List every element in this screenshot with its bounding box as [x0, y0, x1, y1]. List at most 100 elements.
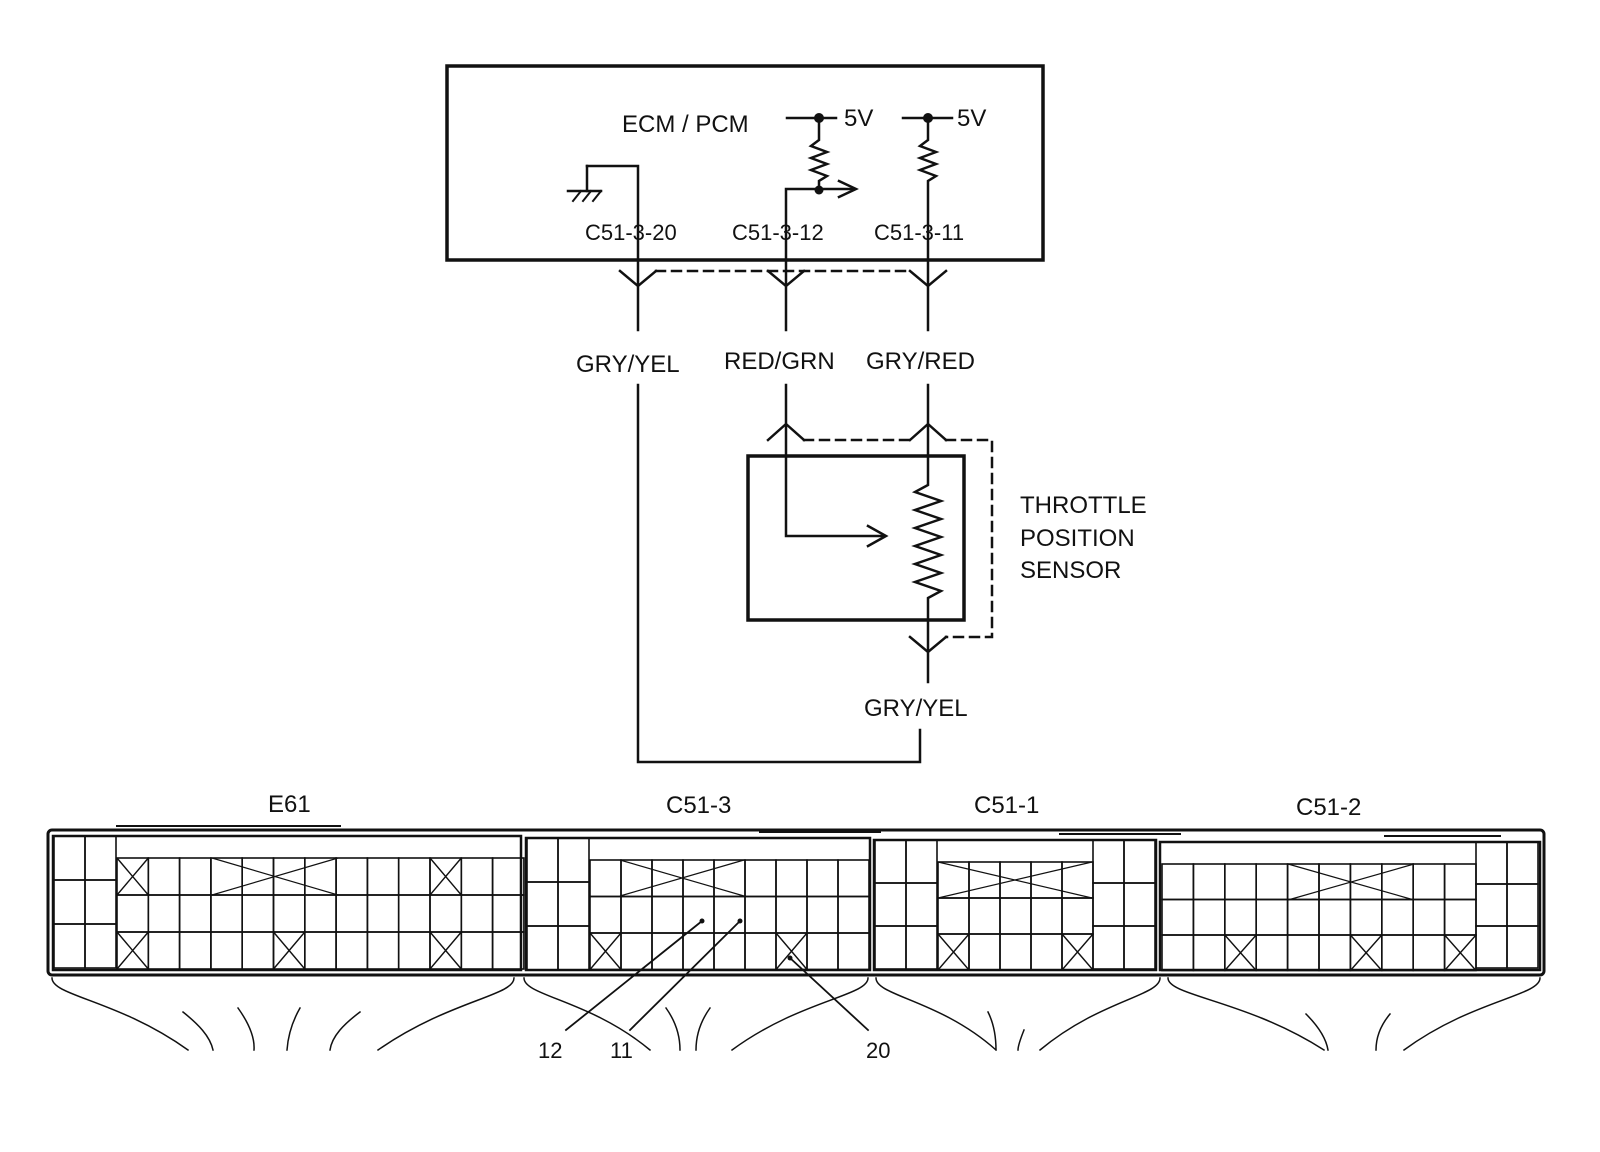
- connector-housing: [46, 828, 1546, 977]
- connector-cavity: [491, 931, 525, 970]
- connector-cavity: [651, 859, 684, 898]
- connector-cavity: [1412, 898, 1446, 936]
- blocked-cavity-mark: [937, 933, 970, 971]
- throttle-position-sensor: [746, 383, 994, 684]
- ecm-module: ECM / PCM 5V 5V C51-3-20 C51-3-12 C51-3-: [445, 64, 1045, 262]
- supply-5v-label: 5V: [957, 105, 986, 132]
- connector-cavity: [178, 894, 212, 933]
- connector-cavity: [1412, 863, 1446, 901]
- connector-cavity: [116, 894, 150, 933]
- connector-cavity: [1092, 925, 1125, 970]
- connector-cavity: [1161, 898, 1195, 936]
- connector-cavity: [1123, 839, 1156, 884]
- connector-cavity: [1318, 898, 1352, 936]
- connector-cavity: [84, 879, 117, 925]
- connector-cavity: [937, 861, 970, 899]
- connector-key-mark: [211, 857, 339, 896]
- callout-pin-20: 20: [866, 1038, 890, 1063]
- connector-cavity: [744, 859, 777, 898]
- connector-label-e61: E61: [268, 791, 311, 818]
- connector-cavity: [744, 895, 777, 934]
- callout-pin-11: 11: [610, 1038, 633, 1063]
- blocked-cavity-mark: [589, 932, 622, 970]
- connector-cavity: [1061, 897, 1094, 935]
- connector-cavity: [874, 839, 907, 884]
- wire-label-gry-red: GRY/RED: [866, 348, 975, 375]
- connector-cavity: [335, 894, 369, 933]
- connector-cavity: [1061, 933, 1094, 971]
- connector-cavity: [366, 857, 400, 896]
- connector-label-c51-2: C51-2: [1296, 794, 1361, 821]
- sensor-potentiometer: [911, 383, 945, 622]
- connector-cavity: [1318, 934, 1352, 972]
- connector-cavity: [1123, 925, 1156, 970]
- wire-label-red-grn: RED/GRN: [724, 348, 835, 375]
- connector-cavity: [837, 932, 870, 971]
- connector-cavity: [968, 933, 1001, 971]
- connector-cavity: [210, 931, 243, 970]
- connector-cavity: [806, 932, 839, 971]
- ground-symbol: [566, 164, 640, 262]
- connector-block: [524, 836, 872, 972]
- connector-cavity: [1349, 863, 1383, 901]
- connector-cavity: [1192, 898, 1226, 936]
- connector-label-c51-3: C51-3: [666, 792, 731, 819]
- blocked-cavity-mark: [429, 857, 462, 896]
- connector-cavity: [713, 932, 746, 971]
- connector-cavity: [557, 881, 590, 927]
- connector-cavity: [526, 881, 559, 927]
- connector-cavity: [1255, 863, 1289, 901]
- connector-cavity: [178, 931, 212, 970]
- connector-cavity: [241, 857, 275, 896]
- connector-cavity: [210, 894, 243, 933]
- connector-cavity: [397, 931, 431, 970]
- blocked-cavity-mark: [1224, 934, 1257, 971]
- connector-cavity: [1475, 883, 1508, 927]
- connector-cavity: [53, 879, 86, 925]
- blocked-cavity-mark: [1444, 934, 1477, 971]
- connector-cavity: [526, 837, 559, 883]
- connector-cavity: [303, 894, 337, 933]
- connector-cavity: [557, 925, 590, 971]
- connector-cavity: [937, 897, 970, 935]
- connector-cavity: [460, 894, 494, 933]
- connector-cavity: [1286, 898, 1320, 936]
- connector-cavity: [1255, 898, 1289, 936]
- connector-strain-relief: [51, 977, 1541, 1052]
- connector-cavity: [1443, 863, 1477, 901]
- connector-label-c51-1: C51-1: [974, 792, 1039, 819]
- connector-cavity: [682, 859, 715, 898]
- connector-cavity: [53, 835, 86, 881]
- connector-cavity: [806, 895, 839, 934]
- sensor-shell-dashed: [944, 438, 994, 639]
- ecm-connector-terminals: [618, 269, 948, 288]
- connector-cavity: [147, 931, 181, 970]
- connector-cavity: [713, 895, 746, 934]
- connector-cavity: [1255, 934, 1289, 972]
- pin-label-c51-3-11: C51-3-11: [874, 220, 964, 245]
- connector-cavity: [1092, 882, 1125, 927]
- connector-cavity: [874, 882, 907, 927]
- connector-cavity: [526, 925, 559, 971]
- connector-cavity: [178, 857, 212, 896]
- connector-cavity: [1092, 839, 1125, 884]
- connector-cavity: [905, 882, 938, 927]
- ecm-title: ECM / PCM: [622, 111, 749, 138]
- blocked-cavity-mark: [775, 932, 808, 970]
- connector-cavity: [1030, 897, 1063, 935]
- connector-cavity: [651, 932, 684, 971]
- connector-cavity: [84, 923, 117, 969]
- wire-label-gry-yel: GRY/YEL: [576, 351, 680, 378]
- connector-cavity: [1318, 863, 1352, 901]
- pin-label-c51-3-20: C51-3-20: [585, 220, 677, 245]
- connector-cavity: [999, 933, 1032, 971]
- connector-key-mark: [937, 861, 1093, 899]
- connector-cavity: [335, 931, 369, 970]
- connector-cavity: [53, 923, 86, 969]
- connector-cavity: [272, 857, 306, 896]
- connector-cavity: [589, 859, 622, 898]
- connector-cavity: [1192, 863, 1226, 901]
- connector-cavity: [1381, 898, 1415, 936]
- sensor-label-line: THROTTLE: [1020, 492, 1147, 519]
- blocked-cavity-mark: [116, 931, 149, 970]
